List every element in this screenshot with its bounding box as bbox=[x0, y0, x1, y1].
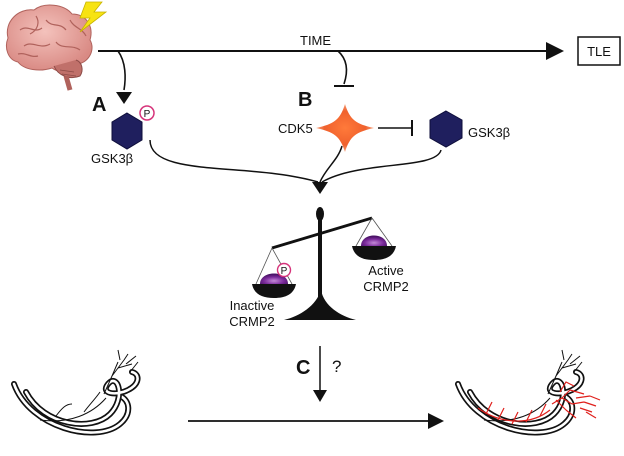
inactive-crmp2-line2: CRMP2 bbox=[229, 314, 275, 329]
phospho-badge-crmp: P bbox=[276, 262, 292, 278]
arrow-c bbox=[313, 346, 327, 402]
cdk5-label: CDK5 bbox=[278, 121, 313, 136]
tle-box: TLE bbox=[577, 36, 621, 66]
inactive-crmp2-line1: Inactive bbox=[230, 298, 275, 313]
phospho-badge-a: P bbox=[139, 105, 155, 121]
gsk3b-left-label: GSK3β bbox=[91, 151, 133, 166]
gsk3b-right-icon bbox=[429, 110, 463, 148]
question-mark: ? bbox=[332, 357, 341, 376]
gsk3b-left-icon bbox=[111, 112, 143, 150]
converging-arrows bbox=[149, 139, 442, 194]
mossy-fiber-sprouting bbox=[477, 381, 601, 425]
bottom-arrow bbox=[188, 413, 444, 429]
timeline-arrow bbox=[98, 42, 564, 60]
time-label: TIME bbox=[300, 33, 331, 48]
cdk5-inhibits-gsk3b bbox=[378, 120, 413, 136]
lightning-icon bbox=[79, 1, 108, 33]
hippocampus-sprouting-icon bbox=[455, 349, 601, 436]
arrow-to-a bbox=[117, 50, 126, 91]
active-crmp2-line1: Active bbox=[368, 263, 403, 278]
inhibit-to-b bbox=[337, 50, 348, 85]
phospho-label-crmp: P bbox=[281, 266, 288, 277]
panel-c-label: C bbox=[296, 357, 310, 379]
hippocampus-icon bbox=[11, 349, 141, 436]
cdk5-icon bbox=[316, 104, 374, 152]
brain-icon bbox=[5, 4, 93, 91]
active-crmp2-line2: CRMP2 bbox=[363, 279, 409, 294]
panel-b-label: B bbox=[298, 89, 312, 111]
gsk3b-right-label: GSK3β bbox=[468, 125, 510, 140]
phospho-label-a: P bbox=[144, 109, 151, 120]
crmp2-active-icon bbox=[361, 235, 387, 246]
panel-a-label: A bbox=[92, 94, 106, 116]
balance-scale-icon bbox=[252, 207, 396, 320]
tle-label: TLE bbox=[587, 44, 611, 59]
